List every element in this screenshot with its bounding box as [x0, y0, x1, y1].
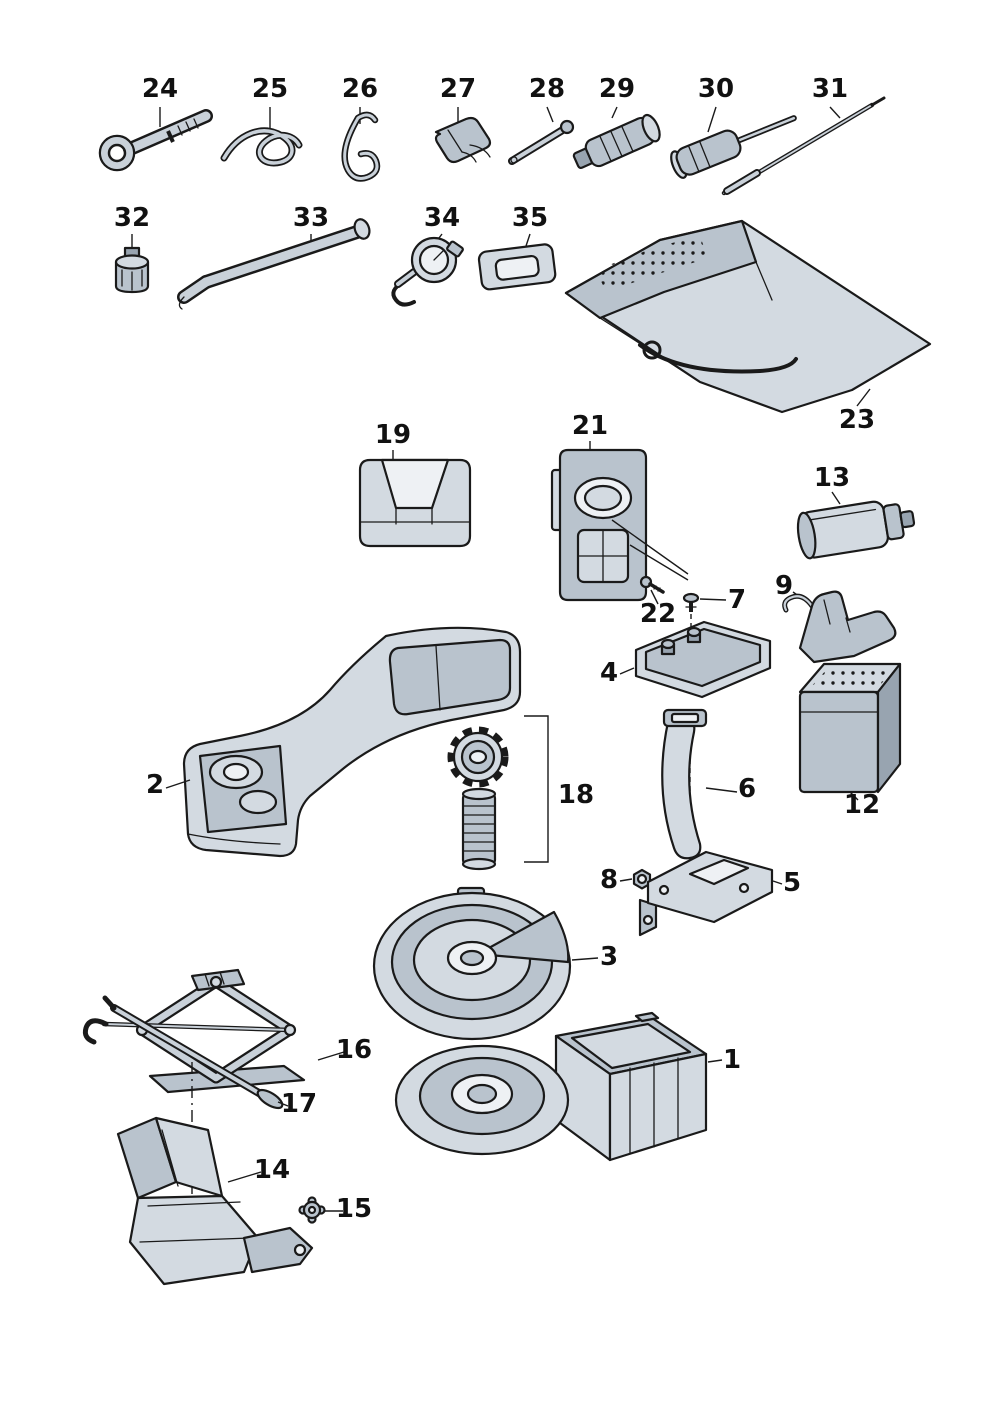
- part-33-drawing: [177, 218, 371, 310]
- part-17-label: 17: [281, 1089, 317, 1119]
- part-6-label: 6: [738, 774, 756, 804]
- part-13-label: 13: [814, 463, 850, 493]
- part-15-drawing: [298, 1196, 343, 1224]
- part-5-drawing: [638, 850, 783, 937]
- part-19-label: 19: [375, 420, 411, 450]
- part-22-drawing: [639, 575, 665, 605]
- part-34-label: 34: [424, 203, 460, 233]
- part-4-label: 4: [600, 658, 618, 688]
- part-14-drawing: [116, 1116, 314, 1286]
- part-27-drawing: [434, 107, 492, 164]
- part-24-drawing: [98, 107, 213, 172]
- part-9-label: 9: [775, 571, 793, 601]
- part-21-label: 21: [572, 411, 608, 441]
- part-8-label: 8: [600, 865, 618, 895]
- part-3-drawing: [372, 886, 599, 1041]
- part-26-drawing: [341, 107, 381, 182]
- part-16-drawing: [82, 968, 345, 1094]
- part-1-drawing: [394, 1011, 723, 1162]
- part-28-drawing: [508, 106, 575, 165]
- part-3-label: 3: [600, 942, 618, 972]
- part-9-drawing: [782, 590, 897, 664]
- part-25-drawing: [220, 107, 303, 167]
- part-2-drawing: [165, 626, 522, 858]
- part-12-label: 12: [844, 790, 880, 820]
- part-31-label: 31: [812, 74, 848, 104]
- part-29-label: 29: [599, 74, 635, 104]
- part-18-label: 18: [558, 780, 594, 810]
- part-27-label: 27: [440, 74, 476, 104]
- part-23-drawing: [564, 219, 932, 414]
- part-33-label: 33: [293, 203, 329, 233]
- part-2-label: 2: [146, 770, 164, 800]
- part-29-drawing: [572, 106, 661, 169]
- part-6-drawing: [661, 708, 738, 862]
- part-32-drawing: [114, 234, 150, 294]
- part-8-drawing: [619, 868, 652, 890]
- part-14-label: 14: [254, 1155, 290, 1185]
- part-24-label: 24: [142, 74, 178, 104]
- part-28-label: 28: [529, 74, 565, 104]
- part-16-label: 16: [336, 1035, 372, 1065]
- part-35-label: 35: [512, 203, 548, 233]
- part-4-drawing: [619, 620, 772, 699]
- part-12-drawing: [798, 662, 902, 801]
- part-32-label: 32: [114, 203, 150, 233]
- part-17-drawing: [102, 995, 289, 1200]
- part-23-label: 23: [839, 405, 875, 435]
- part-26-label: 26: [342, 74, 378, 104]
- part-21-drawing: [550, 441, 689, 602]
- part-1-label: 1: [723, 1045, 741, 1075]
- part-5-label: 5: [783, 868, 801, 898]
- part-34-drawing: [391, 233, 464, 307]
- part-31-drawing: [721, 96, 886, 196]
- part-22-label: 22: [640, 599, 676, 629]
- part-25-label: 25: [252, 74, 288, 104]
- part-19-drawing: [358, 450, 472, 548]
- part-7-label: 7: [728, 585, 746, 615]
- part-15-label: 15: [336, 1194, 372, 1224]
- part-35-drawing: [477, 233, 557, 291]
- part-13-drawing: [796, 491, 916, 560]
- part-18-drawing: [447, 715, 549, 871]
- part-30-drawing: [670, 106, 797, 179]
- part-30-label: 30: [698, 74, 734, 104]
